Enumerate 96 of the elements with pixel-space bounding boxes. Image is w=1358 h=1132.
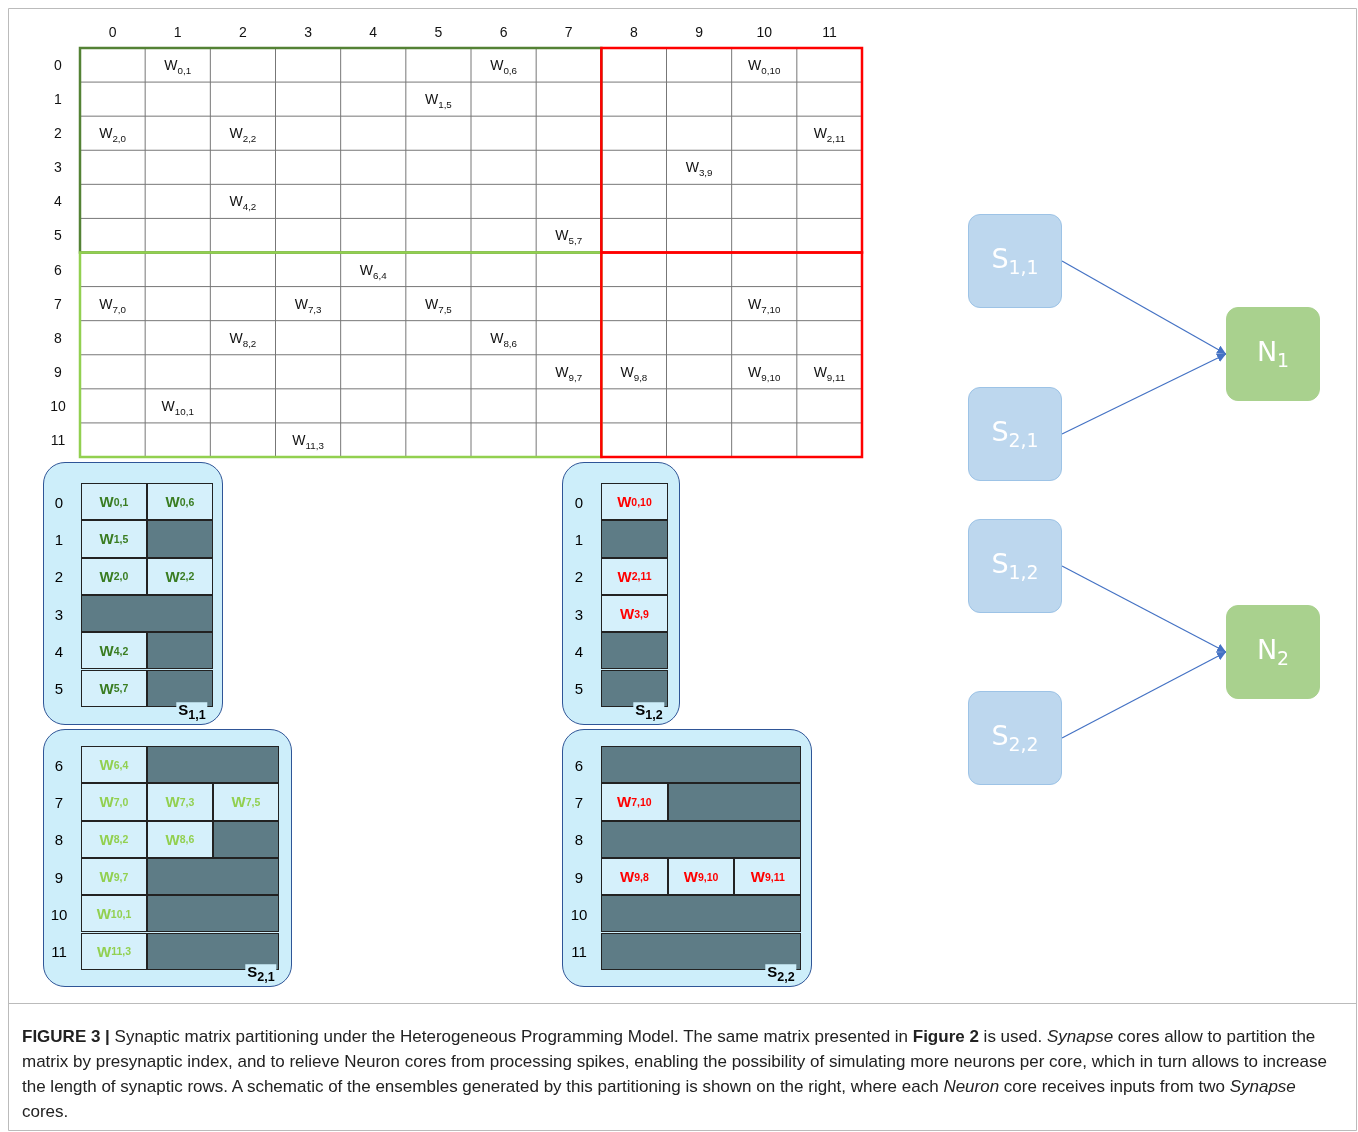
weight-label: W$_{3,9}$ — [685, 160, 713, 179]
row-index: 6 — [54, 757, 64, 773]
core-label: S$_{1,1}$ — [176, 702, 208, 722]
weight-label: W$_{8,6}$ — [490, 330, 517, 349]
weight-label: W$_{7,5}$ — [425, 296, 452, 315]
core-name: S$_{2,1}$ — [991, 417, 1039, 451]
core-name: N$_{2}$ — [1256, 635, 1290, 669]
weight-label: W$_{5,7}$ — [555, 228, 583, 247]
core-name: S$_{1,1}$ — [991, 244, 1039, 278]
row-index: 4 — [574, 643, 584, 659]
core-name: N$_{1}$ — [1256, 337, 1290, 371]
row-index: 5 — [574, 680, 584, 696]
synapse-core-panel — [562, 462, 680, 725]
row-index: 4 — [54, 194, 62, 209]
column-index: 0 — [108, 25, 117, 39]
column-index: 1 — [173, 25, 182, 39]
column-index: 5 — [434, 25, 443, 39]
weight-label: W$_{4,2}$ — [229, 194, 257, 213]
row-index: 0 — [54, 494, 64, 510]
synapse-core-box — [968, 214, 1062, 308]
weight-label: W$_{7,0}$ — [99, 296, 126, 315]
row-index: 7 — [54, 794, 64, 810]
weight-label: W$_{6,4}$ — [359, 262, 387, 281]
core-name: S$_{2,2}$ — [991, 721, 1039, 755]
weight-label: W$_{1,5}$ — [425, 92, 452, 110]
core-label: S$_{1,2}$ — [633, 702, 665, 722]
arrow — [1061, 260, 1227, 355]
weight-label: W$_{0,1}$ — [164, 58, 192, 76]
weight-label: W$_{7,3}$ — [294, 296, 322, 315]
row-index: 8 — [574, 831, 584, 847]
weight-label: W$_{9,7}$ — [555, 365, 583, 383]
row-index: 1 — [54, 531, 64, 547]
weight-label: W$_{2,11}$ — [813, 126, 846, 144]
arrow — [1061, 353, 1227, 435]
row-index: 10 — [50, 906, 68, 922]
row-index: 11 — [571, 943, 587, 959]
row-index: 7 — [574, 794, 584, 810]
row-index: 0 — [574, 494, 584, 510]
row-index: 5 — [54, 228, 62, 243]
weight-label: W$_{7,10}$ — [748, 296, 781, 315]
column-index: 10 — [756, 25, 773, 39]
row-index: 10 — [570, 906, 588, 922]
column-index: 7 — [564, 25, 573, 39]
column-index: 9 — [695, 25, 703, 39]
row-index: 2 — [54, 568, 64, 584]
arrow — [1061, 565, 1227, 653]
weight-label: W$_{10,1}$ — [161, 399, 194, 417]
arrow — [1061, 651, 1227, 739]
synapse-core-box — [968, 519, 1062, 613]
synapse-core-panel — [43, 729, 292, 987]
row-index: 1 — [54, 92, 62, 107]
neuron-core-box — [1226, 605, 1320, 699]
neuron-core-box — [1226, 307, 1320, 401]
column-index: 6 — [499, 25, 508, 39]
row-index: 0 — [54, 58, 62, 73]
row-index: 8 — [54, 330, 62, 345]
row-index: 9 — [574, 869, 584, 885]
row-index: 5 — [54, 680, 64, 696]
weight-label: W$_{9,11}$ — [813, 365, 846, 383]
row-index: 9 — [54, 869, 64, 885]
row-index: 9 — [54, 364, 62, 379]
row-index: 6 — [54, 262, 62, 277]
row-index: 11 — [50, 432, 66, 447]
column-index: 11 — [822, 25, 837, 39]
row-index: 8 — [54, 831, 64, 847]
figure-caption: FIGURE 3 | Synaptic matrix partitioning under the Heterogeneous Programming Model. The same matrix presented in Figure 2 is used. Synapse cores allow to partition the matrix by presynaptic index, and to relieve Neuron cores from processing spikes, enabling the possibility of simulating more neurons per core, which in turn allows to increase the length of synaptic rows. A schematic of the ensembles generated by this partitioning is shown on the right, where each Neuron core receives inputs from two Synapse cores. — [22, 1026, 1328, 1123]
row-index: 3 — [574, 606, 584, 622]
synapse-core-panel — [43, 462, 223, 725]
row-index: 2 — [574, 568, 584, 584]
row-index: 4 — [54, 643, 64, 659]
column-index: 2 — [239, 25, 247, 39]
synapse-core-panel — [562, 729, 812, 987]
weight-label: W$_{9,10}$ — [748, 365, 781, 383]
column-index: 8 — [630, 25, 638, 39]
weight-label: W$_{2,0}$ — [99, 126, 126, 144]
weight-label: W$_{11,3}$ — [292, 433, 324, 451]
row-index: 10 — [50, 398, 66, 413]
weight-label: W$_{8,2}$ — [229, 330, 257, 349]
column-index: 3 — [304, 25, 312, 39]
row-index: 1 — [574, 531, 584, 547]
row-index: 3 — [54, 160, 62, 175]
core-label: S$_{2,2}$ — [765, 964, 797, 984]
synapse-core-box — [968, 387, 1062, 481]
row-index: 7 — [54, 296, 62, 311]
row-index: 6 — [574, 757, 584, 773]
weight-label: W$_{0,6}$ — [490, 58, 517, 76]
row-index: 2 — [54, 126, 62, 141]
core-name: S$_{1,2}$ — [991, 549, 1039, 583]
weight-label: W$_{2,2}$ — [229, 126, 257, 144]
row-index: 11 — [51, 943, 67, 959]
weight-label: W$_{0,10}$ — [748, 58, 781, 76]
core-label: S$_{2,1}$ — [245, 964, 277, 984]
column-index: 4 — [369, 25, 378, 39]
row-index: 3 — [54, 606, 64, 622]
synapse-core-box — [968, 691, 1062, 785]
weight-label: W$_{9,8}$ — [620, 365, 648, 383]
